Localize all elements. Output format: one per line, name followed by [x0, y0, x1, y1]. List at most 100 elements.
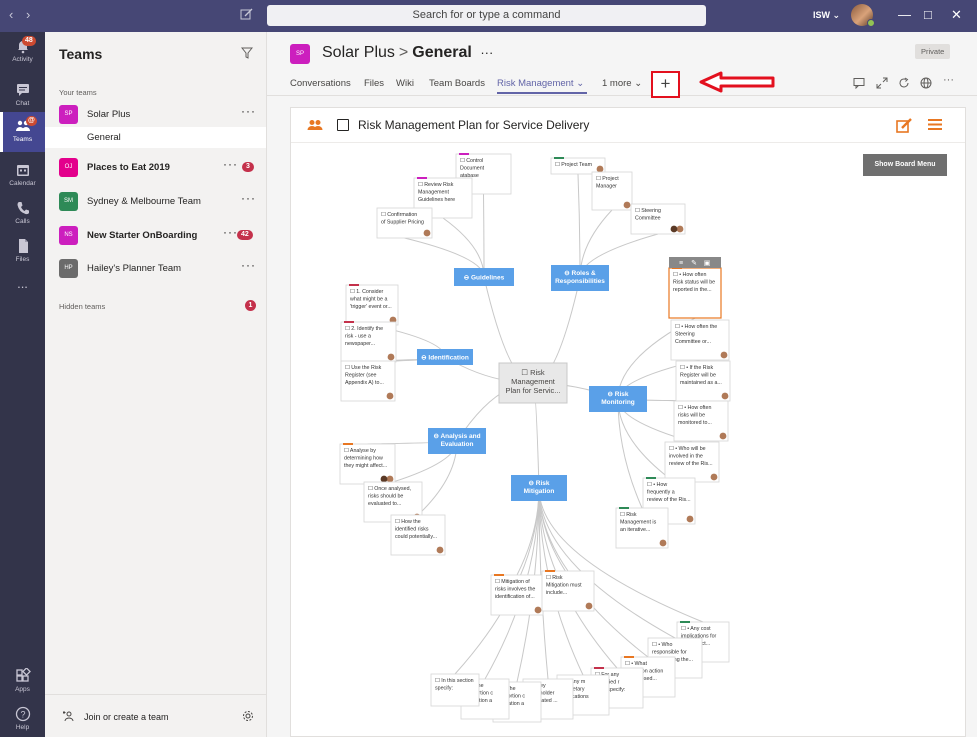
- card-menu-icon[interactable]: ≡: [679, 260, 683, 267]
- compose-icon[interactable]: [240, 7, 254, 21]
- tab-wiki[interactable]: Wiki: [396, 78, 414, 89]
- rail-more[interactable]: ...: [0, 272, 45, 312]
- root-node-label: Management: [511, 377, 556, 386]
- card-delete-icon[interactable]: ▣: [704, 260, 711, 267]
- globe-icon[interactable]: [920, 77, 932, 89]
- hamburger-menu-icon[interactable]: [928, 118, 942, 131]
- rail-chat[interactable]: Chat: [0, 76, 45, 116]
- tab-team-boards[interactable]: Team Boards: [429, 78, 485, 89]
- breadcrumb-team[interactable]: Solar Plus: [322, 44, 395, 61]
- team-more-options[interactable]: ···: [241, 258, 256, 272]
- card-text: ☐ Project: [596, 176, 619, 182]
- filter-icon[interactable]: [241, 47, 253, 59]
- close-icon[interactable]: ✕: [951, 7, 962, 22]
- mind-map-card[interactable]: ☐ Project Team: [550, 157, 606, 175]
- card-color-tag: [624, 656, 634, 658]
- join-team-icon[interactable]: [63, 710, 76, 723]
- card-toolbar[interactable]: ≡ ✎ ▣: [669, 257, 721, 268]
- team-more-options[interactable]: ···: [223, 225, 238, 239]
- card-edit-icon[interactable]: ✎: [691, 260, 697, 267]
- team-name: Solar Plus: [87, 109, 131, 120]
- card-color-tag: [545, 570, 555, 572]
- gear-icon[interactable]: [242, 710, 254, 722]
- mind-map-branch-node[interactable]: ⊖ Roles &Responsibilities: [551, 265, 609, 291]
- presence-status-icon: [867, 19, 875, 27]
- expand-icon[interactable]: [876, 77, 888, 89]
- rail-files[interactable]: Files: [0, 232, 45, 272]
- people-icon[interactable]: [307, 119, 323, 131]
- channel-general[interactable]: General: [45, 127, 266, 148]
- join-create-team-link[interactable]: Join or create a team: [84, 712, 169, 722]
- team-haileys-planner[interactable]: HP Hailey's Planner Team ···: [45, 255, 267, 281]
- card-text: implications: [561, 694, 589, 700]
- card-box: [541, 570, 595, 612]
- card-color-tag: [459, 153, 469, 155]
- root-node-label: ☐ Risk: [521, 368, 545, 377]
- conversation-icon[interactable]: [853, 77, 865, 89]
- tab-risk-management[interactable]: Risk Management ⌄: [497, 78, 585, 89]
- command-search-input[interactable]: Search for or type a command: [267, 5, 706, 26]
- branch-node-box: [428, 428, 486, 454]
- team-tile: SM: [59, 192, 78, 211]
- tab-more-options-icon[interactable]: ···: [943, 74, 954, 86]
- edit-icon[interactable]: [896, 118, 913, 133]
- team-more-options[interactable]: ···: [223, 157, 238, 171]
- show-board-menu-button[interactable]: Show Board Menu: [863, 154, 947, 176]
- tab-more[interactable]: 1 more ⌄: [602, 78, 643, 89]
- org-switcher[interactable]: ISW ⌄: [813, 10, 841, 20]
- team-more-options[interactable]: ···: [241, 191, 256, 205]
- mind-map-branch-node[interactable]: ⊖ Guidelines: [454, 268, 514, 286]
- maximize-icon[interactable]: □: [924, 7, 932, 22]
- board-checkbox[interactable]: [337, 119, 349, 131]
- team-places-to-eat[interactable]: OJ Places to Eat 2019 ··· 3: [45, 154, 267, 180]
- card-text: newspaper...: [345, 341, 375, 347]
- refresh-icon[interactable]: [898, 77, 910, 89]
- card-text: Register will be: [680, 373, 716, 379]
- team-more-options[interactable]: ···: [241, 104, 256, 118]
- rail-teams[interactable]: Teams @: [0, 112, 45, 152]
- add-tab-button[interactable]: +: [651, 71, 680, 98]
- card-avatar: [585, 602, 593, 610]
- rail-calendar[interactable]: Calendar: [0, 156, 45, 196]
- rail-apps[interactable]: Apps: [0, 662, 45, 702]
- mind-map-branch-node[interactable]: ⊖ Identification: [417, 349, 473, 365]
- rail-help[interactable]: ? Help: [0, 700, 45, 740]
- activity-badge: 48: [22, 36, 36, 46]
- rail-calls[interactable]: Calls: [0, 194, 45, 234]
- tab-conversations[interactable]: Conversations: [290, 78, 351, 89]
- channel-more-options[interactable]: ···: [480, 45, 494, 60]
- forward-arrow-icon[interactable]: ›: [26, 7, 31, 22]
- branch-node-label: ⊖ Roles &: [564, 270, 596, 277]
- team-new-starter[interactable]: NS New Starter OnBoarding ··· 42: [45, 222, 267, 248]
- team-solar-plus[interactable]: SP Solar Plus ···: [45, 101, 267, 127]
- hidden-teams-link[interactable]: Hidden teams: [59, 302, 106, 311]
- minimize-icon[interactable]: —: [898, 7, 911, 22]
- rail-activity[interactable]: Activity 48: [0, 32, 45, 72]
- back-arrow-icon[interactable]: ‹: [9, 7, 14, 22]
- tab-files[interactable]: Files: [364, 78, 385, 89]
- team-sydney-melbourne[interactable]: SM Sydney & Melbourne Team ···: [45, 188, 267, 214]
